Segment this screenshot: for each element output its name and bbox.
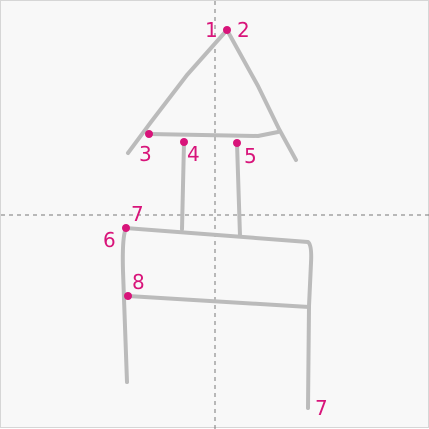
stroke-right-slope: [225, 28, 298, 162]
start-point-6-7: [122, 224, 130, 232]
stroke-right-post: [235, 141, 242, 238]
start-point-8: [124, 292, 132, 300]
stroke-number-1: 1: [205, 18, 218, 42]
stroke-middle-bar: [126, 294, 311, 309]
start-point-5: [233, 139, 241, 147]
stroke-number-7-top: 7: [131, 202, 144, 226]
start-point-3: [145, 130, 153, 138]
start-point-1-2: [223, 26, 231, 34]
stroke-number-2: 2: [237, 18, 250, 42]
start-point-4: [180, 138, 188, 146]
stroke-top-bar-and-right-leg: [124, 226, 314, 410]
stroke-number-3: 3: [139, 142, 152, 166]
stroke-number-8: 8: [132, 270, 145, 294]
stroke-number-7-bottom: 7: [315, 396, 328, 420]
stroke-left-leg: [120, 226, 129, 384]
stroke-number-6: 6: [103, 228, 116, 252]
stroke-left-post: [180, 140, 186, 231]
stroke-number-5: 5: [244, 144, 257, 168]
stroke-roof-bar: [147, 130, 280, 138]
stroke-number-4: 4: [187, 142, 200, 166]
stroke-left-slope: [126, 28, 229, 155]
